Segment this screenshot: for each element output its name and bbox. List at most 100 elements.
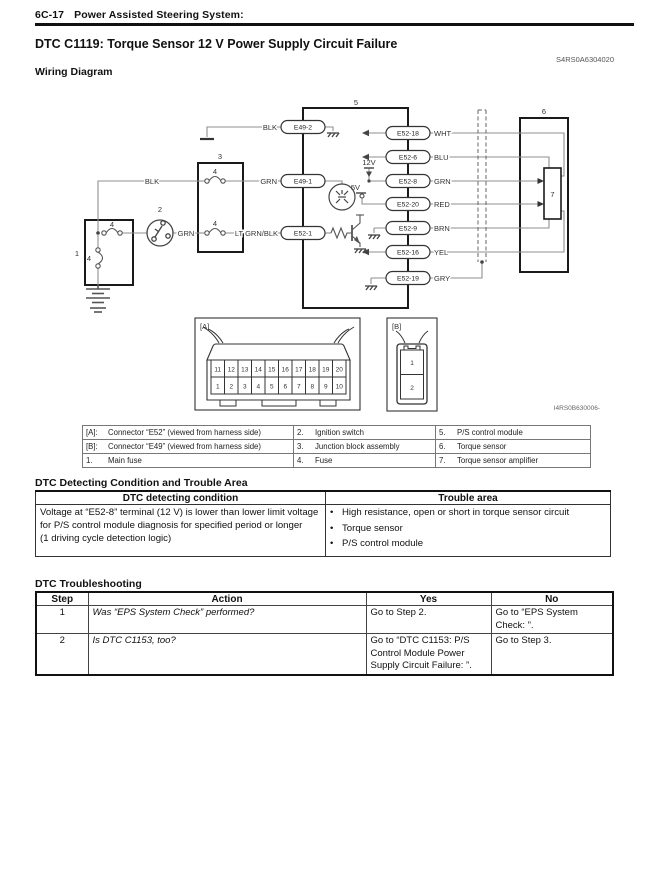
- connector-a-pin-number: 15: [268, 367, 276, 374]
- table-header-row: Step Action Yes No: [35, 591, 614, 606]
- legend-key: 4.: [297, 456, 304, 465]
- legend-text: P/S control module: [457, 428, 523, 437]
- connector-a-pin-number: 11: [214, 367, 221, 374]
- trouble-item-text: High resistance, open or short in torque…: [342, 507, 570, 518]
- wire-label-grn: GRN: [260, 177, 277, 186]
- wire-label-blk: BLK: [263, 123, 277, 132]
- troubleshooting-heading: DTC Troubleshooting: [35, 578, 142, 590]
- main-fuse-symbol-v: [95, 247, 104, 269]
- connector-a-pin-number: 5: [270, 384, 274, 391]
- col-no: No: [490, 591, 614, 606]
- legend-table: [A]:Connector “E52” (viewed from harness…: [82, 425, 591, 468]
- connector-b-view: [B] 1 2: [386, 317, 438, 412]
- legend-text: Connector “E49” (viewed from harness sid…: [108, 442, 261, 451]
- legend-cell: 6.Torque sensor: [435, 439, 591, 454]
- legend-key: 1.: [86, 456, 93, 465]
- section-number: 6C-17: [35, 9, 65, 21]
- junction-block-box: 3: [197, 152, 244, 253]
- part-number-6: 6: [542, 107, 546, 116]
- connector-a-pin-number: 3: [243, 384, 247, 391]
- pin-pills: E49-2 E49-1 E52-1 E52-18 E52-6 E52-8: [280, 119, 431, 286]
- legend-key: 6.: [439, 442, 446, 451]
- wire-label-grn2: GRN: [434, 177, 451, 186]
- legend-key: [B]:: [86, 442, 98, 451]
- legend-cell: 5. P/S control module: [435, 425, 591, 440]
- connector-a-pin-number: 9: [324, 384, 328, 391]
- table-row: [B]: Connector “E49” (viewed from harness…: [82, 439, 591, 454]
- wire-label-brn: BRN: [434, 224, 450, 233]
- legend-cell: 1. Main fuse: [82, 453, 294, 468]
- arrow-e52-18: [362, 129, 369, 137]
- pill-e52-19: E52-19: [385, 270, 431, 286]
- bullet-icon: •: [330, 522, 334, 534]
- legend-cell: [A]:Connector “E52” (viewed from harness…: [82, 425, 294, 440]
- pill-e52-6: E52-6: [385, 149, 431, 165]
- legend-key: 5.: [439, 428, 446, 437]
- trouble-item-text: P/S control module: [342, 538, 424, 549]
- document-code: S4RS0A6304020: [556, 55, 614, 64]
- part-number-5: 5: [354, 98, 358, 107]
- trouble-area-cell: • High resistance, open or short in torqu…: [325, 504, 611, 557]
- connector-b-pin-2: 2: [410, 385, 414, 392]
- table-row: 1 Was “EPS System Check” performed? Go t…: [35, 605, 614, 634]
- pill-e52-9: E52-9: [385, 220, 431, 236]
- connector-a-pin-number: 10: [336, 384, 344, 391]
- troubleshooting-table: Step Action Yes No 1 Was “EPS System Che…: [35, 591, 614, 676]
- wire-label-lt-grn-blk: LT GRN/BLK: [235, 229, 278, 238]
- pin-label: E49-1: [294, 179, 312, 186]
- table-header-row: DTC detecting condition Trouble area: [35, 490, 611, 505]
- emitter-arrow: [354, 236, 360, 244]
- wiring-diagram: 5 6 3 1: [75, 98, 600, 412]
- junction-fuse-bottom: [204, 227, 226, 236]
- label-12v: 12V: [362, 158, 375, 167]
- connector-b-pin-1: 1: [410, 360, 414, 367]
- wire-label-blu: BLU: [434, 153, 449, 162]
- table-row: Voltage at “E52-8” terminal (12 V) is lo…: [35, 504, 611, 557]
- table-row: [A]:Connector “E52” (viewed from harness…: [82, 425, 591, 440]
- pill-e52-8: E52-8: [385, 173, 431, 189]
- legend-key: 3.: [297, 442, 304, 451]
- trouble-item: •Torque sensor: [330, 523, 606, 536]
- connector-a-pin-number: 1: [216, 384, 220, 391]
- legend-text: Main fuse: [108, 456, 142, 465]
- legend-text: Junction block assembly: [315, 442, 400, 451]
- step-number: 1: [35, 605, 89, 634]
- battery-symbol: [86, 285, 110, 313]
- yes-cell: Go to Step 2.: [365, 605, 492, 634]
- bullet-icon: •: [330, 538, 334, 549]
- part-number-4c: 4: [213, 167, 217, 176]
- connector-b-leads: [395, 330, 429, 344]
- sensor-wiring: [430, 132, 565, 279]
- part-number-2: 2: [158, 205, 162, 214]
- condition-logic: (1 driving cycle detection logic): [40, 533, 172, 544]
- legend-key: 2.: [297, 428, 304, 437]
- no-cell: Go to “EPS System Check: ”.: [490, 605, 614, 634]
- legend-cell: 3. Junction block assembly: [293, 439, 436, 454]
- connector-a-pin-number: 13: [241, 367, 249, 374]
- connector-a-pin-number: 12: [228, 367, 236, 374]
- connector-a-pin-cell: [332, 376, 347, 395]
- part-number-3: 3: [218, 152, 222, 161]
- connector-a-pin-number: 6: [283, 384, 287, 391]
- pin-label: E52-20: [397, 202, 419, 209]
- arrow-grn-into-amp: [537, 178, 544, 184]
- ignition-switch-symbol: [146, 219, 174, 247]
- motor-symbol: [328, 183, 356, 211]
- label-5v: 5V: [351, 183, 360, 192]
- wire-label-grn-feed: GRN: [178, 229, 195, 238]
- legend-cell: 2. Ignition switch: [293, 425, 436, 440]
- legend-key: [A]:: [86, 428, 98, 437]
- pin-label: E49-2: [294, 125, 312, 132]
- legend-text: Ignition switch: [315, 428, 364, 437]
- wire-label-gry: GRY: [434, 274, 450, 283]
- connector-a-pin-number: 18: [309, 367, 317, 374]
- arrow-e52-16: [362, 248, 369, 256]
- table-row: 2 Is DTC C1153, too? Go to “DTC C1153: P…: [35, 633, 614, 675]
- shield-lines: [477, 109, 487, 262]
- header-rule: [35, 23, 634, 26]
- ground-symbol-e49-2: [327, 132, 340, 138]
